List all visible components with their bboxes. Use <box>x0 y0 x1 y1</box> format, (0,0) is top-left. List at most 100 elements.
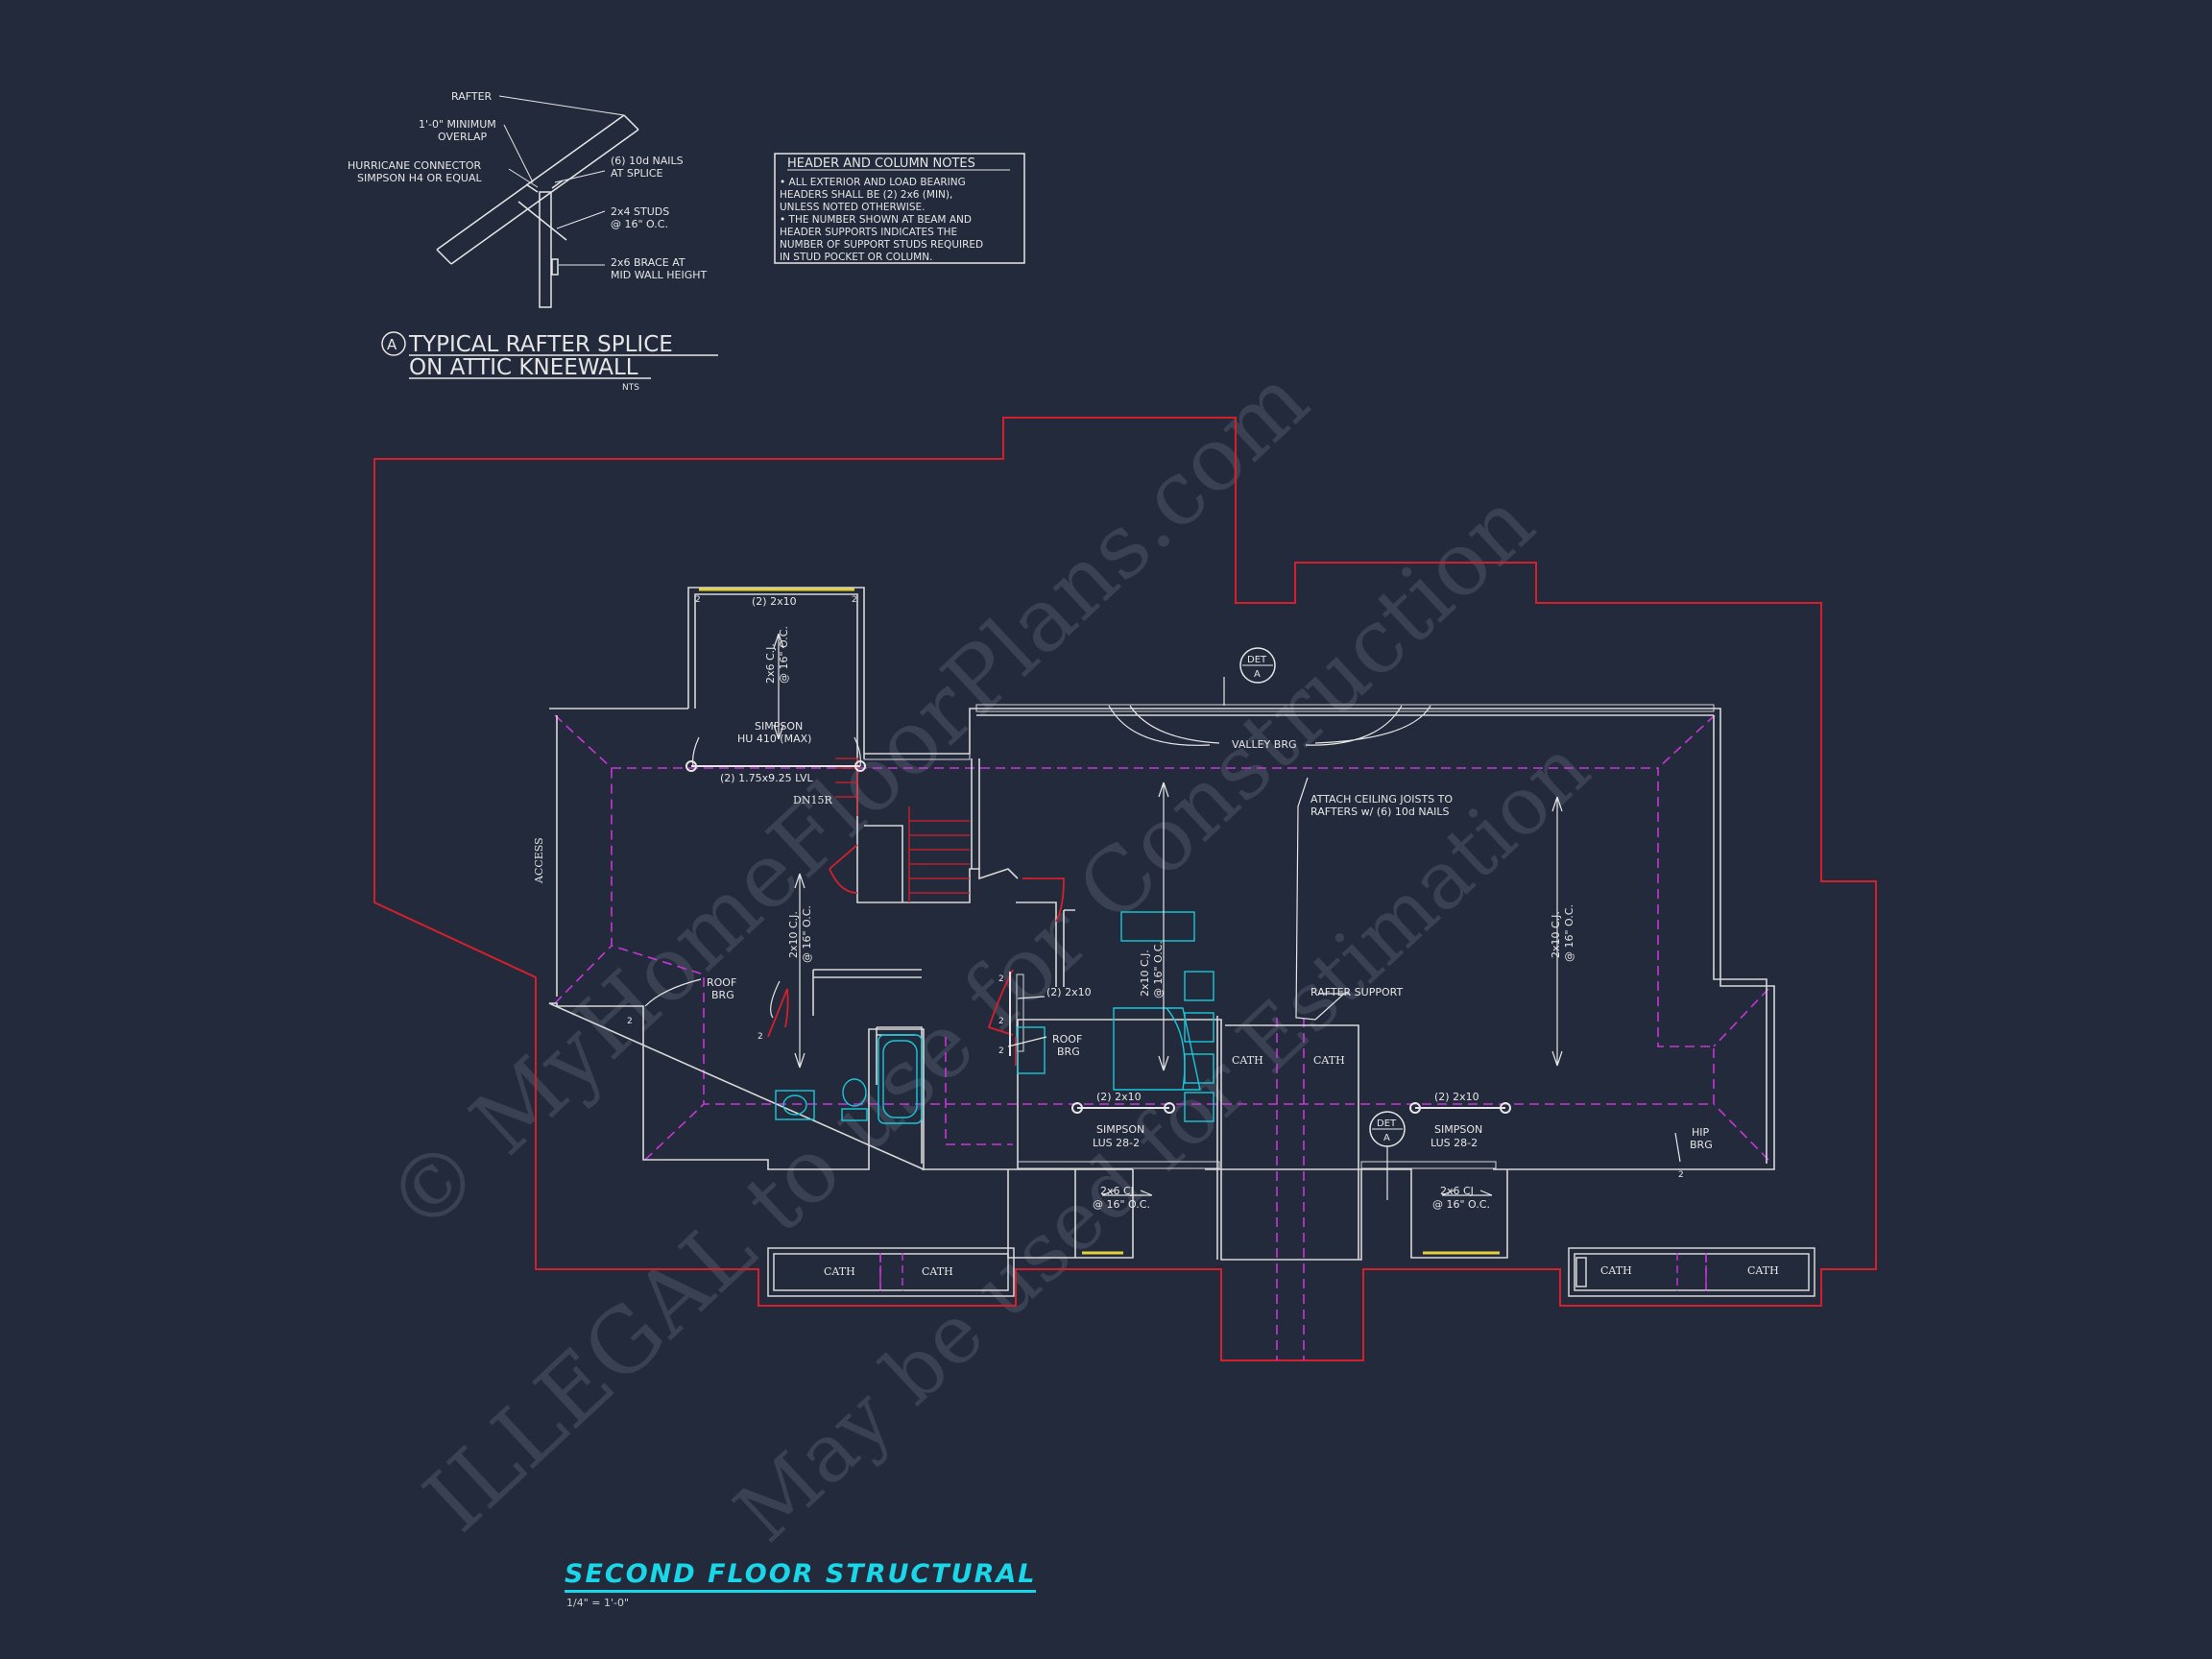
label-brace-1: 2x6 BRACE AT <box>611 256 685 269</box>
closet-shelf <box>1120 911 1195 942</box>
plan-title: SECOND FLOOR STRUCTURAL <box>565 1559 1037 1593</box>
detail-labels: RAFTER 1'-0" MINIMUM OVERLAP HURRICANE C… <box>348 90 708 281</box>
stud-count: 2 <box>852 595 857 605</box>
rafter-splice-detail <box>436 95 639 308</box>
label-connector-1: HURRICANE CONNECTOR <box>348 159 482 172</box>
leaders <box>644 633 1681 1196</box>
label-valley-brg: VALLEY BRG <box>1232 738 1296 751</box>
wall-main-outline <box>548 708 1775 1261</box>
label-lus-a-2: LUS 28-2 <box>1093 1137 1140 1149</box>
label-cath: CATH <box>922 1265 953 1278</box>
bearing-wall-hatch <box>863 704 1715 1169</box>
detail-marker-circle <box>381 331 406 356</box>
label-header-mid: (2) 2x10 <box>1046 986 1092 998</box>
cabinet <box>1184 1092 1214 1122</box>
stud-count: 2 <box>998 1046 1004 1056</box>
label-attach-1: ATTACH CEILING JOISTS TO <box>1310 793 1453 805</box>
plan-title-block: SECOND FLOOR STRUCTURAL 1/4" = 1'-0" <box>565 1559 1037 1609</box>
label-hip-brg-1: HIP <box>1692 1126 1710 1139</box>
notes-line: HEADER SUPPORTS INDICATES THE <box>780 227 957 238</box>
label-cj-left-2: @ 16" O.C. <box>801 905 813 963</box>
detail-title-line-1: TYPICAL RAFTER SPLICE <box>408 332 673 357</box>
label-cj-bottom-left-1: 2x6 CJ <box>1100 1185 1134 1197</box>
notes-line: • ALL EXTERIOR AND LOAD BEARING <box>780 177 966 188</box>
label-lvl: (2) 1.75x9.25 LVL <box>720 772 814 784</box>
label-cj-left-1: 2x10 C.J. <box>787 911 800 958</box>
detail-callout-lower: DET A <box>1369 1111 1406 1200</box>
label-studs-1: 2x4 STUDS <box>611 205 669 218</box>
det-label: DET <box>1247 655 1267 665</box>
label-access: ACCESS <box>533 837 545 884</box>
label-nails-1: (6) 10d NAILS <box>611 155 684 167</box>
label-lus-b-1: SIMPSON <box>1434 1123 1482 1136</box>
watermark: © MyHomeFloorPlans.com ILLEGAL to use fo… <box>367 349 1607 1560</box>
stair-walls <box>856 758 1019 903</box>
label-nails-2: AT SPLICE <box>611 167 663 180</box>
headers-yellow <box>699 588 1500 1255</box>
stud-count: 2 <box>695 595 701 605</box>
walls <box>548 587 1775 1261</box>
label-cj-right-1: 2x10 C.J. <box>1550 911 1562 958</box>
det-label: DET <box>1377 1118 1397 1129</box>
label-roof-brg-1: ROOF <box>707 976 736 989</box>
stud-count: 2 <box>998 1017 1004 1026</box>
label-cj-bottom-left-2: @ 16" O.C. <box>1093 1198 1150 1211</box>
detail-callout-upper: DET A <box>1239 647 1276 684</box>
stud-count: 2 <box>627 1017 633 1026</box>
cabinet <box>1184 971 1214 1001</box>
notes-title: HEADER AND COLUMN NOTES <box>787 156 975 171</box>
toilet <box>842 1078 867 1107</box>
label-cj-bottom-right-2: @ 16" O.C. <box>1432 1198 1490 1211</box>
label-cj-bottom-right-1: 2x6 CJ <box>1440 1185 1474 1197</box>
label-cath: CATH <box>824 1265 855 1278</box>
plan-labels: (2) 2x10 2x6 C.J. @ 16" O.C. SIMPSON HU … <box>533 595 1779 1278</box>
bay-windows <box>767 1247 1815 1297</box>
detail-title-line-2: ON ATTIC KNEEWALL <box>409 355 638 380</box>
header-column-notes: HEADER AND COLUMN NOTES • ALL EXTERIOR A… <box>774 153 1025 264</box>
label-roof-brg-b-1: ROOF <box>1052 1033 1082 1046</box>
label-cath: CATH <box>1313 1054 1345 1067</box>
label-header-lb: (2) 2x10 <box>1096 1091 1142 1103</box>
washer <box>1017 1026 1046 1074</box>
notes-line: UNLESS NOTED OTHERWISE. <box>780 202 925 213</box>
label-cj-mid-2: @ 16" O.C. <box>1152 941 1165 998</box>
sink <box>775 1090 815 1120</box>
label-cj-top-1: 2x6 C.J. <box>764 643 777 684</box>
label-rafter: RAFTER <box>451 90 493 103</box>
label-lus-a-1: SIMPSON <box>1096 1123 1144 1136</box>
cath-dividers <box>879 1253 1707 1291</box>
wall-upper-left-room <box>687 587 865 758</box>
notes-line: NUMBER OF SUPPORT STUDS REQUIRED <box>780 239 983 251</box>
label-studs-2: @ 16" O.C. <box>611 218 668 230</box>
label-connector-2: SIMPSON H4 OR EQUAL <box>357 172 482 184</box>
cabinet <box>1184 1012 1214 1043</box>
detail-scale: NTS <box>622 383 639 393</box>
label-overlap-1: 1'-0" MINIMUM <box>419 118 496 131</box>
label-cj-mid-1: 2x10 C.J. <box>1139 950 1151 997</box>
notes-line: HEADERS SHALL BE (2) 2x6 (MIN), <box>780 189 952 201</box>
notes-frame <box>774 153 1025 264</box>
stud-count: 2 <box>757 1032 763 1042</box>
label-rafter-support: RAFTER SUPPORT <box>1310 986 1403 998</box>
notes-line: • THE NUMBER SHOWN AT BEAM AND <box>780 214 972 226</box>
label-cath: CATH <box>1747 1264 1779 1277</box>
label-cj-right-2: @ 16" O.C. <box>1563 904 1575 962</box>
stud-count: 2 <box>1678 1170 1684 1180</box>
beams <box>685 760 1511 1114</box>
label-cj-top-2: @ 16" O.C. <box>778 626 790 684</box>
label-hip-brg-2: BRG <box>1690 1139 1713 1151</box>
label-header-rb: (2) 2x10 <box>1434 1091 1479 1103</box>
stair-treads <box>835 757 970 902</box>
notes-line: IN STUD POCKET OR COLUMN. <box>780 252 932 263</box>
bathtub <box>878 1034 923 1124</box>
label-cath: CATH <box>1600 1264 1632 1277</box>
label-lus-b-2: LUS 28-2 <box>1431 1137 1478 1149</box>
label-simpson-hu-2: HU 410 (MAX) <box>737 733 811 745</box>
roof-outline <box>373 417 1877 1361</box>
label-brace-2: MID WALL HEIGHT <box>611 269 708 281</box>
label-roof-brg-b-2: BRG <box>1057 1046 1080 1058</box>
plan-scale: 1/4" = 1'-0" <box>566 1597 630 1609</box>
det-letter: A <box>1254 669 1261 680</box>
fixtures <box>775 911 1214 1124</box>
